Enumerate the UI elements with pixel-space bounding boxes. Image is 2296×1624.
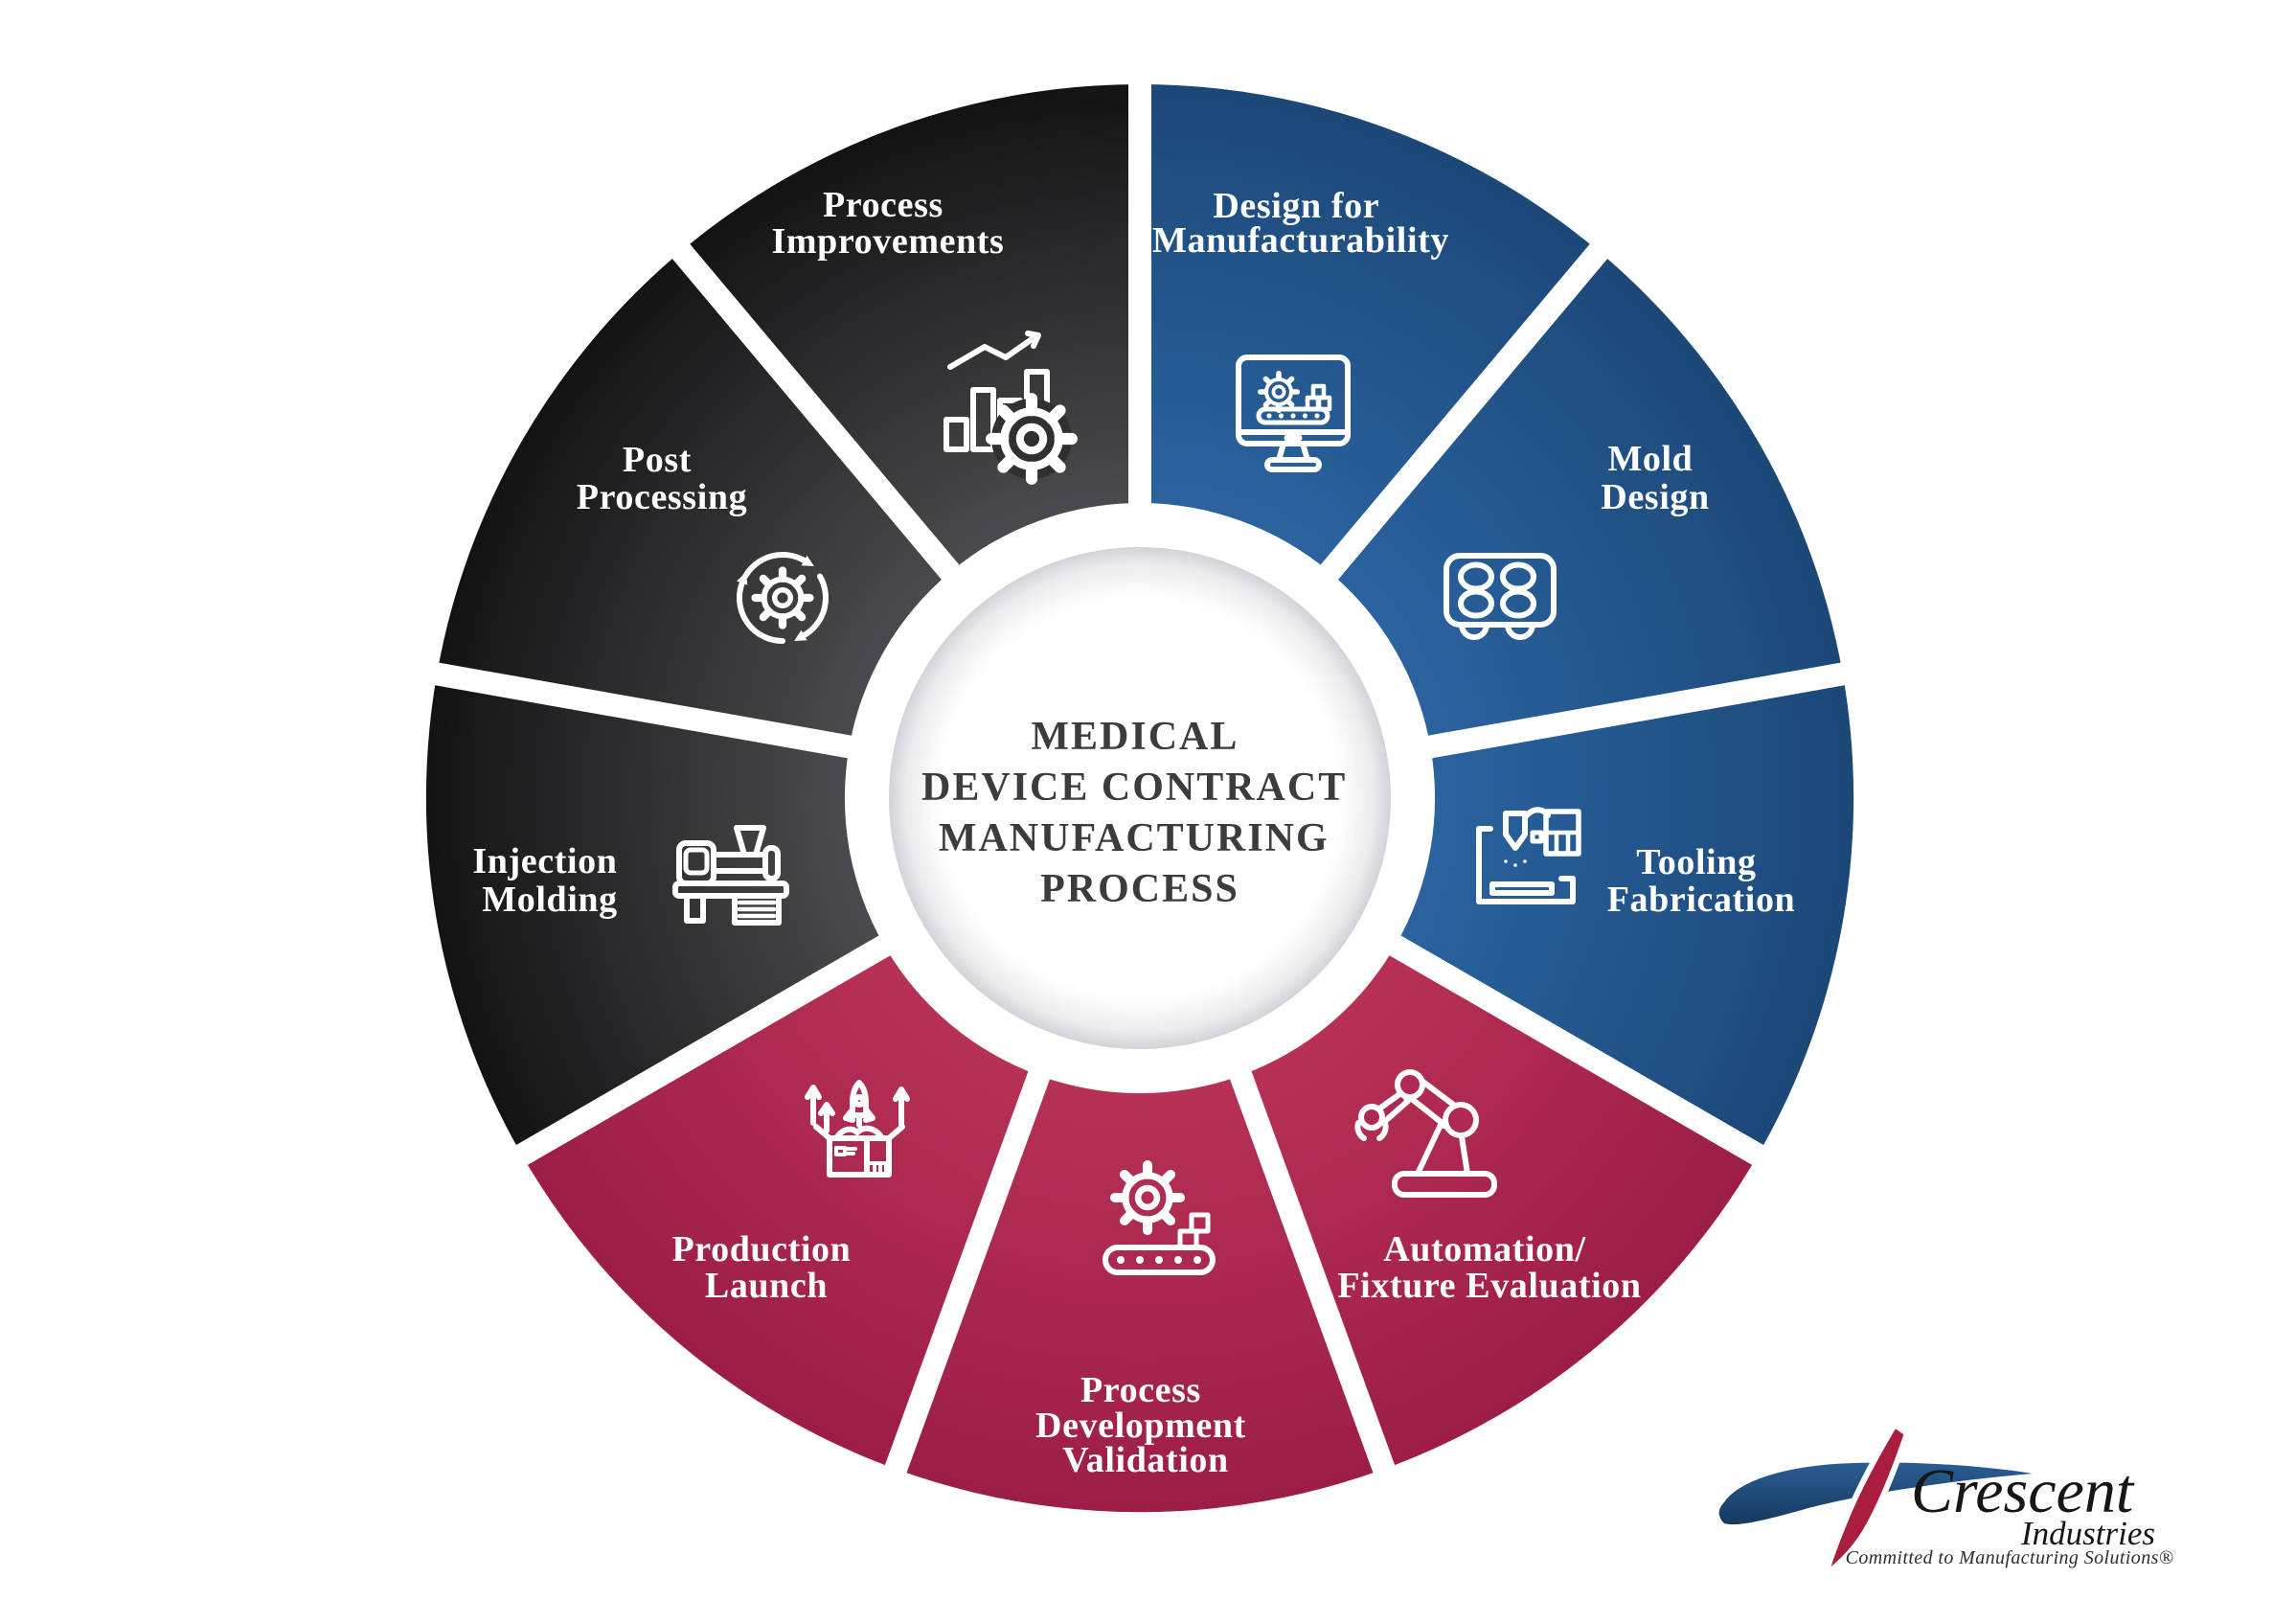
segment-process-development-validation (896, 1075, 1384, 1513)
logo-blade (1820, 1420, 1911, 1582)
segment-tooling-fabrication (1395, 674, 1854, 1155)
rocket-box-icon (805, 1080, 910, 1178)
gear-conveyor-icon (1103, 1165, 1216, 1275)
segment-design-for-manufacturability (1140, 83, 1599, 573)
center-hub (889, 547, 1391, 1049)
segment-production-launch (521, 946, 1039, 1470)
segment-post-processing (437, 251, 950, 747)
mold-plate-icon (1444, 553, 1557, 640)
label-automation-fixture-evaluation: Automation/ Fixture Evaluation (1337, 1229, 1641, 1306)
segment-injection-molding (425, 674, 885, 1155)
label-injection-molding: Injection Molding (472, 841, 626, 920)
label-mold-design: Mold Design (1601, 439, 1709, 517)
label-post-processing: Post Processing (577, 440, 747, 517)
gear-cycle-icon (736, 552, 829, 644)
chart-gear-icon (943, 331, 1072, 479)
segment-dividers (406, 56, 1874, 1500)
logo-name-text: Crescent (1911, 1456, 2135, 1526)
cnc-machine-icon (1476, 807, 1581, 904)
monitor-gear-icon (1236, 355, 1351, 472)
logo-tagline-text: Committed to Manufacturing Solutions® (1846, 1547, 2174, 1568)
label-process-development-validation: Process Development Validation (1035, 1370, 1256, 1480)
label-production-launch: Production Launch (672, 1229, 861, 1306)
segment-automation-fixture-evaluation (1240, 946, 1759, 1470)
robot-arm-icon (1354, 1069, 1497, 1198)
page-title: MEDICAL DEVICE CONTRACT MANUFACTURING PR… (921, 715, 1358, 911)
crescent-industries-logo: Crescent Industries Committed to Manufac… (1718, 1420, 2174, 1582)
label-process-improvements: Process Improvements (772, 185, 1005, 262)
injection-machine-icon (672, 825, 789, 926)
label-tooling-fabrication: Tooling Fabrication (1607, 842, 1796, 920)
logo-subname-text: Industries (2020, 1515, 2155, 1552)
label-design-for-manufacturability: Design for Manufacturability (1152, 186, 1449, 261)
